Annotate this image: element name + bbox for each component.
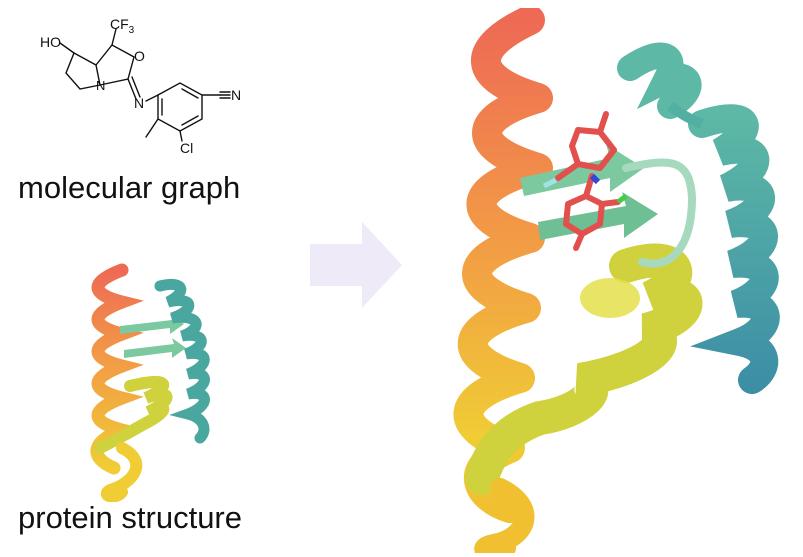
- middle-helix: [94, 376, 173, 454]
- ligand: [555, 111, 621, 251]
- protein-structure-small: [90, 263, 210, 502]
- right-helix: [154, 279, 210, 444]
- ligand-chlorine: [616, 194, 628, 204]
- ligand-fluorine: [542, 177, 558, 189]
- right-helix: [617, 42, 780, 394]
- molecular-graph-label: molecular graph: [18, 170, 241, 205]
- molecular-graph-figure: HO CF3 O N N N Cl: [40, 16, 241, 155]
- ring-oxygen-label: O: [134, 48, 145, 64]
- ring-nitrogen-label: N: [96, 78, 105, 93]
- beta-strand-2: [124, 338, 186, 358]
- transform-arrow: [310, 222, 402, 308]
- nitrile-nitrogen-label: N: [231, 87, 241, 103]
- middle-helix: [465, 243, 703, 495]
- chlorine-label: Cl: [180, 140, 193, 155]
- hydroxyl-label: HO: [40, 34, 61, 50]
- protein-structure-label: protein structure: [18, 500, 242, 535]
- beta-strand-1: [120, 314, 184, 334]
- cf3-label: CF3: [110, 16, 135, 36]
- protein-structure-large: [453, 8, 780, 553]
- imine-nitrogen-label: N: [134, 95, 144, 111]
- left-helix: [453, 8, 553, 523]
- ligand-nitrogen: [589, 173, 601, 185]
